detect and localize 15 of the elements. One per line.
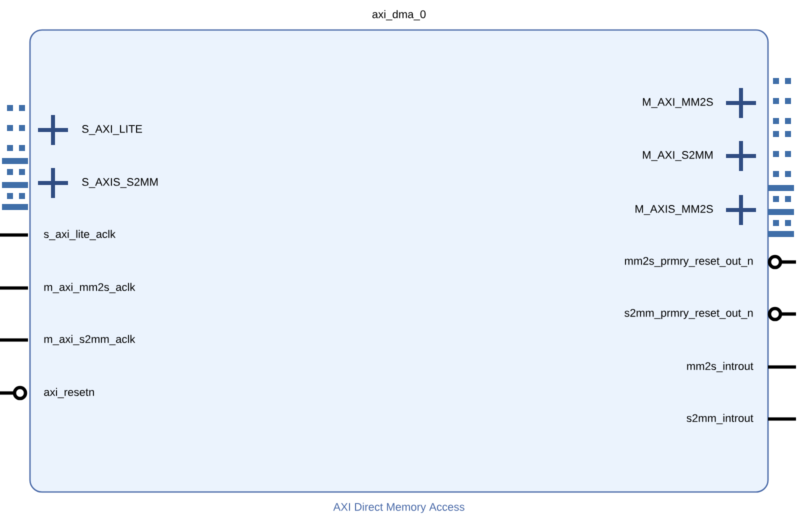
block-title: axi_dma_0	[372, 10, 426, 20]
port-label: S_AXI_LITE	[82, 125, 142, 135]
port-label: mm2s_prmry_reset_out_n	[624, 257, 753, 268]
port-label: M_AXI_MM2S	[642, 98, 713, 108]
port-label: M_AXIS_MM2S	[636, 205, 713, 215]
port-label: s_axi_lite_aclk	[44, 230, 116, 240]
port-label: s2mm_introut	[686, 414, 754, 424]
port-label: s2mm_prmry_reset_out_n	[624, 309, 753, 320]
port-label: m_axi_mm2s_aclk	[44, 282, 136, 294]
block-caption: AXI Direct Memory Access	[333, 502, 464, 514]
port-label: mm2s_introut	[687, 362, 754, 372]
port-label: axi_resetn	[44, 388, 94, 398]
port-label: M_AXI_S2MM	[642, 151, 712, 161]
port-label: S_AXIS_S2MM	[82, 178, 158, 188]
port-label: m_axi_s2mm_aclk	[44, 334, 136, 346]
